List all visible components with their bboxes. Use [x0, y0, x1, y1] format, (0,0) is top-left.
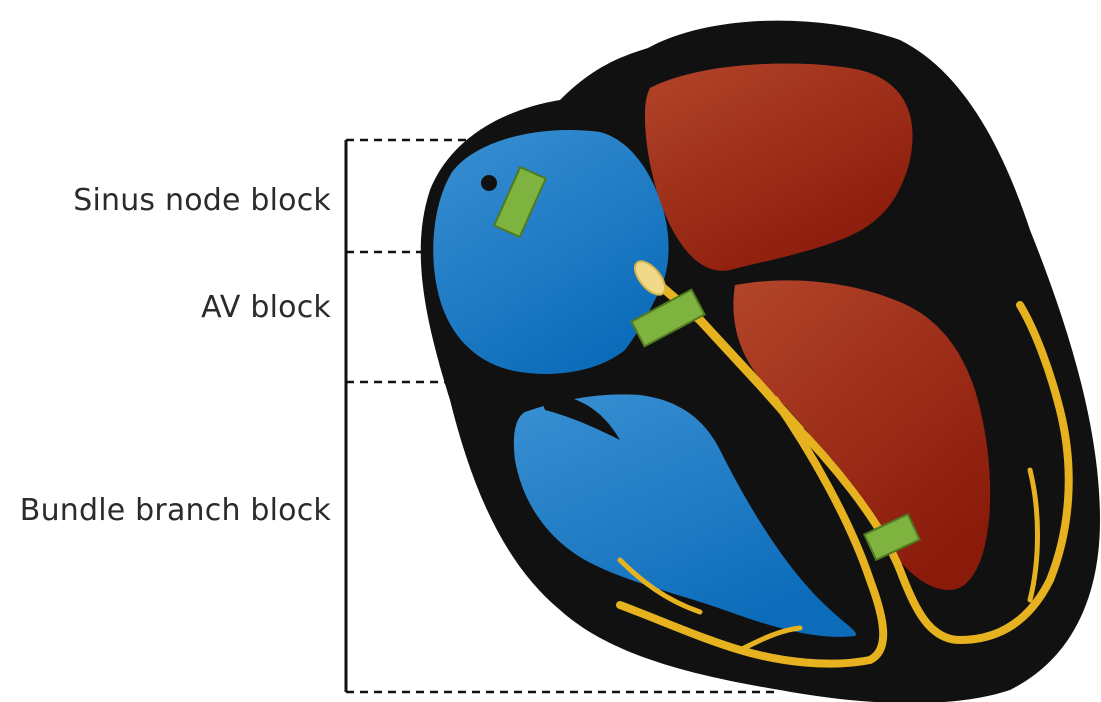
label-sinus-node-block: Sinus node block: [73, 183, 331, 218]
label-bundle-branch-block: Bundle branch block: [20, 493, 331, 528]
label-av-block: AV block: [201, 290, 331, 325]
right-atrium: [433, 130, 668, 374]
sinus-node-dot: [481, 175, 497, 191]
